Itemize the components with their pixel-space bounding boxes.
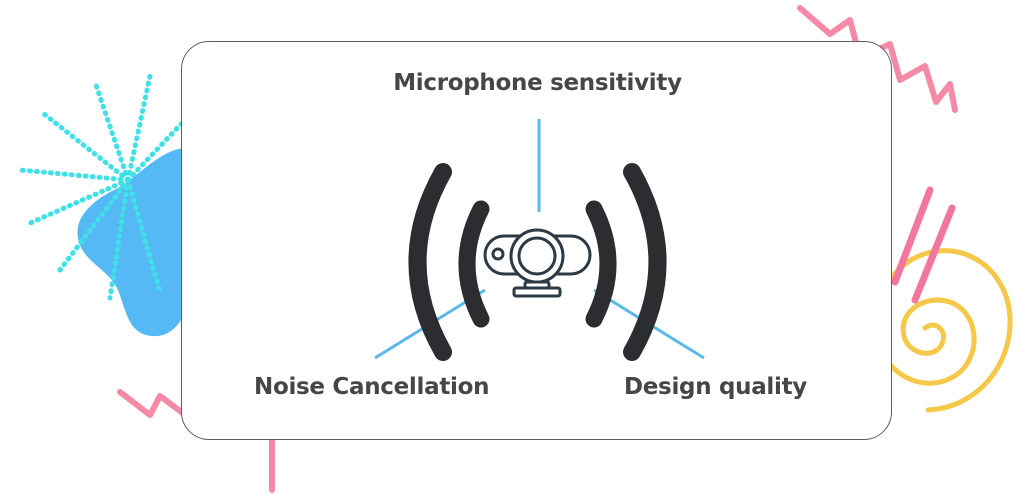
inner-left-bracket: [458, 200, 490, 328]
blue-blob-shape: [77, 148, 190, 337]
yellow-spiral: [874, 248, 1013, 413]
label-microphone-sensitivity: Microphone sensitivity: [393, 70, 682, 96]
inner-right-bracket: [585, 200, 617, 328]
outer-left-bracket: [408, 163, 452, 361]
webcam-icon: [483, 228, 592, 298]
label-noise-cancellation: Noise Cancellation: [254, 374, 490, 400]
label-design-quality: Design quality: [623, 374, 807, 400]
diagram-card: Microphone sensitivity Noise Cancellatio…: [181, 41, 892, 440]
outer-right-bracket: [623, 163, 667, 361]
radial-diagram: [374, 119, 705, 361]
cyan-dotted-starburst: [17, 73, 188, 301]
pink-diagonal-stripes: [891, 186, 956, 304]
pink-zigzag-top-right: [797, 5, 958, 113]
